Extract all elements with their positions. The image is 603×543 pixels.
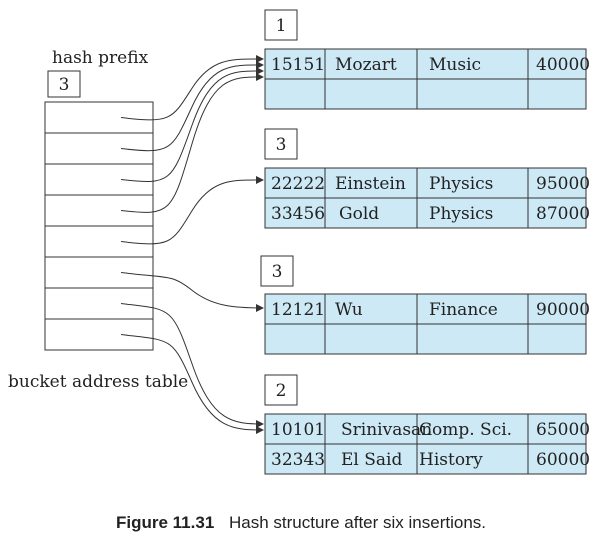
directory-pointers: [120, 54, 264, 434]
record-dept: Comp. Sci.: [419, 420, 512, 440]
record-salary: 40000: [536, 55, 590, 75]
bucket-record: 32343 El Said History 60000: [264, 443, 590, 475]
directory-pointer-arrow: [120, 60, 264, 152]
record-dept: Physics: [429, 204, 493, 224]
directory-pointer-arrow: [120, 272, 264, 312]
bucket-record: 22222 Einstein Physics 95000: [264, 167, 590, 199]
directory-entry: [44, 132, 154, 165]
record-dept: Music: [429, 55, 481, 75]
bucket-record: [264, 323, 587, 355]
record-name: Einstein: [335, 174, 406, 194]
directory-pointer-arrow: [120, 175, 264, 245]
hash-prefix-box: [47, 70, 81, 98]
directory-entry: [44, 225, 154, 258]
directory-entry: [44, 318, 154, 351]
figure-caption: Figure 11.31 Hash structure after six in…: [116, 513, 486, 532]
record-row-background: [264, 293, 587, 325]
record-salary: 90000: [536, 300, 590, 320]
directory-pointer-arrow: [120, 54, 264, 121]
record-name: Wu: [335, 300, 363, 320]
directory-entry: [44, 256, 154, 289]
local-depth-box: [264, 374, 298, 406]
local-depth-value: 2: [276, 381, 287, 401]
bucket-address-table: [44, 101, 154, 351]
directory-pointer-arrow: [120, 66, 264, 183]
bucket-record: 33456 Gold Physics 87000: [264, 197, 590, 229]
record-row-background: [264, 323, 587, 355]
record-id: 22222: [271, 174, 325, 194]
directory-entry: [44, 287, 154, 320]
record-id: 12121: [271, 300, 325, 320]
record-id: 10101: [271, 420, 325, 440]
bucket-record: 15151 Mozart Music 40000: [264, 48, 590, 80]
record-dept: History: [419, 450, 483, 470]
record-row-background: [264, 48, 587, 80]
local-depth-box: [264, 9, 298, 41]
record-name: El Said: [341, 450, 402, 470]
directory-pointer-arrow: [120, 303, 264, 428]
directory-entry: [44, 194, 154, 227]
record-row-background: [264, 443, 587, 475]
record-salary: 65000: [536, 420, 590, 440]
hash-prefix-label: hash prefix: [52, 48, 149, 68]
local-depth-value: 3: [276, 135, 287, 155]
record-dept: Finance: [429, 300, 498, 320]
record-name: Mozart: [335, 55, 397, 75]
record-id: 32343: [271, 450, 325, 470]
bucket-3: 3 12121 Wu Finance 90000: [260, 255, 590, 355]
local-depth-value: 3: [272, 262, 283, 282]
figure-caption-label: Figure 11.31: [116, 513, 214, 532]
directory-pointer-arrow: [120, 72, 264, 213]
bucket-record: 12121 Wu Finance 90000: [264, 293, 590, 325]
local-depth-box: [260, 255, 294, 287]
record-row-background: [264, 167, 587, 199]
record-dept: Physics: [429, 174, 493, 194]
directory-pointer-arrow: [120, 334, 264, 434]
directory-entry: [44, 101, 154, 134]
local-depth-value: 1: [276, 16, 287, 36]
record-id: 15151: [271, 55, 325, 75]
record-row-background: [264, 197, 587, 229]
record-salary: 60000: [536, 450, 590, 470]
record-row-background: [264, 413, 587, 445]
figure-caption-text: Hash structure after six insertions.: [229, 513, 486, 532]
record-name: Gold: [339, 204, 379, 224]
record-id: 33456: [271, 204, 325, 224]
bucket-record: [264, 78, 587, 110]
record-salary: 87000: [536, 204, 590, 224]
record-salary: 95000: [536, 174, 590, 194]
bucket-1: 1 15151 Mozart Music 40000: [264, 9, 590, 110]
directory-entry: [44, 163, 154, 196]
record-row-background: [264, 78, 587, 110]
hash-prefix-value: 3: [59, 75, 70, 95]
record-name: Srinivasan: [341, 420, 432, 440]
local-depth-box: [264, 128, 298, 160]
bucket-address-table-label: bucket address table: [8, 372, 188, 392]
